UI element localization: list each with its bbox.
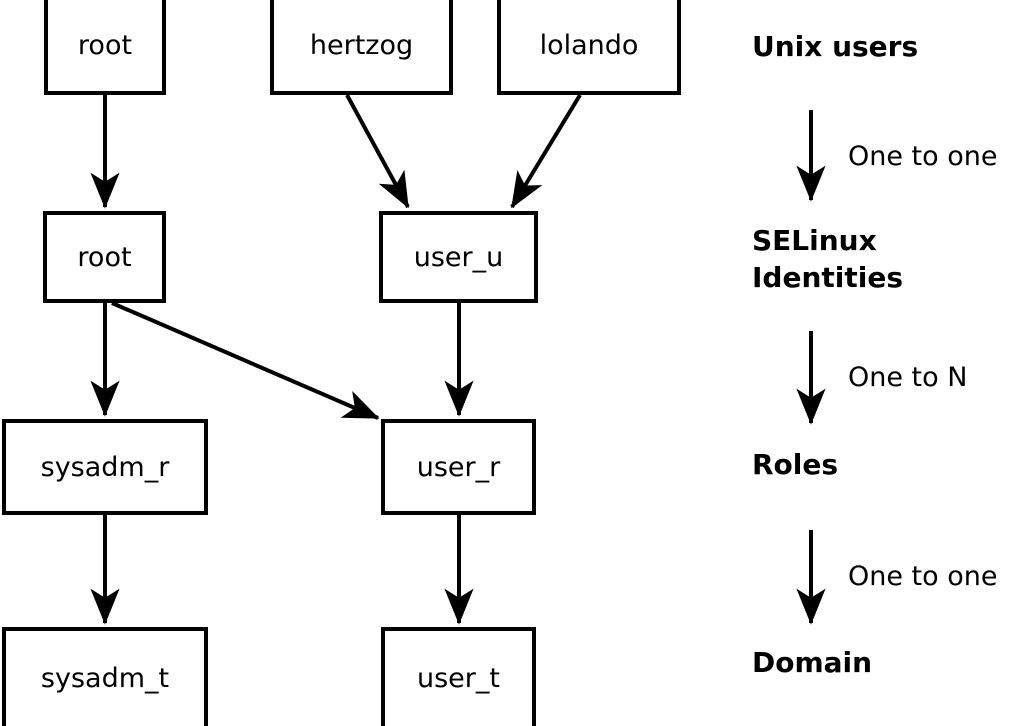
edge-unix-lolando-to-id-user-u: [510, 93, 582, 209]
legend-caption-a3: One to one: [848, 561, 998, 592]
legend-label-selinux-identities: SELinux Identities: [752, 224, 904, 295]
node-dom-sysadm-t[interactable]: sysadm_t: [2, 627, 208, 726]
legend-caption-a2: One to N: [848, 362, 968, 393]
node-role-user-r[interactable]: user_r: [381, 419, 536, 515]
legend-label-roles: Roles: [752, 448, 839, 481]
node-id-root[interactable]: root: [43, 211, 166, 303]
edge-id-root-to-role-user-r: [111, 301, 380, 420]
flow-edges: [90, 93, 582, 625]
node-role-sysadm-r[interactable]: sysadm_r: [2, 419, 208, 515]
legend-label-domain: Domain: [752, 646, 873, 679]
legend-caption-a1: One to one: [848, 141, 998, 172]
node-dom-user-t[interactable]: user_t: [381, 627, 536, 726]
node-id-user-u[interactable]: user_u: [379, 211, 538, 303]
legend-label-unix-users: Unix users: [752, 30, 919, 63]
node-unix-hertzog[interactable]: hertzog: [270, 0, 453, 95]
edge-unix-hertzog-to-id-user-u: [345, 94, 410, 209]
node-unix-lolando[interactable]: lolando: [497, 0, 681, 95]
node-unix-root[interactable]: root: [44, 0, 166, 95]
